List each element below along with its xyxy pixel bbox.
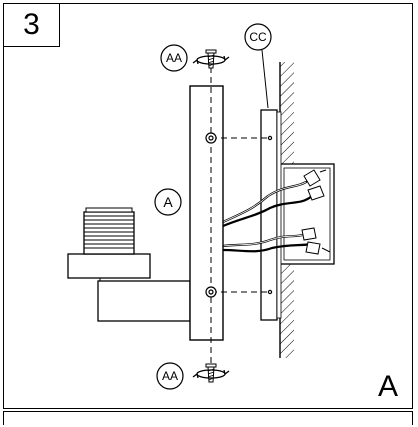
callout-aa-top: AA [160,44,188,72]
step-number-box: 3 [3,3,60,47]
screw-icon [205,363,217,383]
svg-text:A: A [163,194,173,210]
bottom-strip [3,411,413,425]
step-number: 3 [23,8,40,41]
mounting-holes [205,132,273,298]
rotate-arrow-icon [192,55,230,65]
callout-aa-bottom: AA [156,362,184,390]
panel-label: A [377,370,398,403]
rotate-arrow-icon [192,369,230,379]
bracket-plate [189,85,224,341]
svg-text:CC: CC [249,30,267,44]
callout-cc: CC [244,23,272,109]
bracket-arm [97,280,191,322]
wire-connector-icon [301,169,331,255]
lamp-socket-icon [67,207,151,281]
svg-text:AA: AA [166,51,182,65]
svg-text:AA: AA [162,369,178,383]
callout-a: A [154,188,182,216]
wall-plate [260,109,278,321]
screw-icon [205,49,217,69]
